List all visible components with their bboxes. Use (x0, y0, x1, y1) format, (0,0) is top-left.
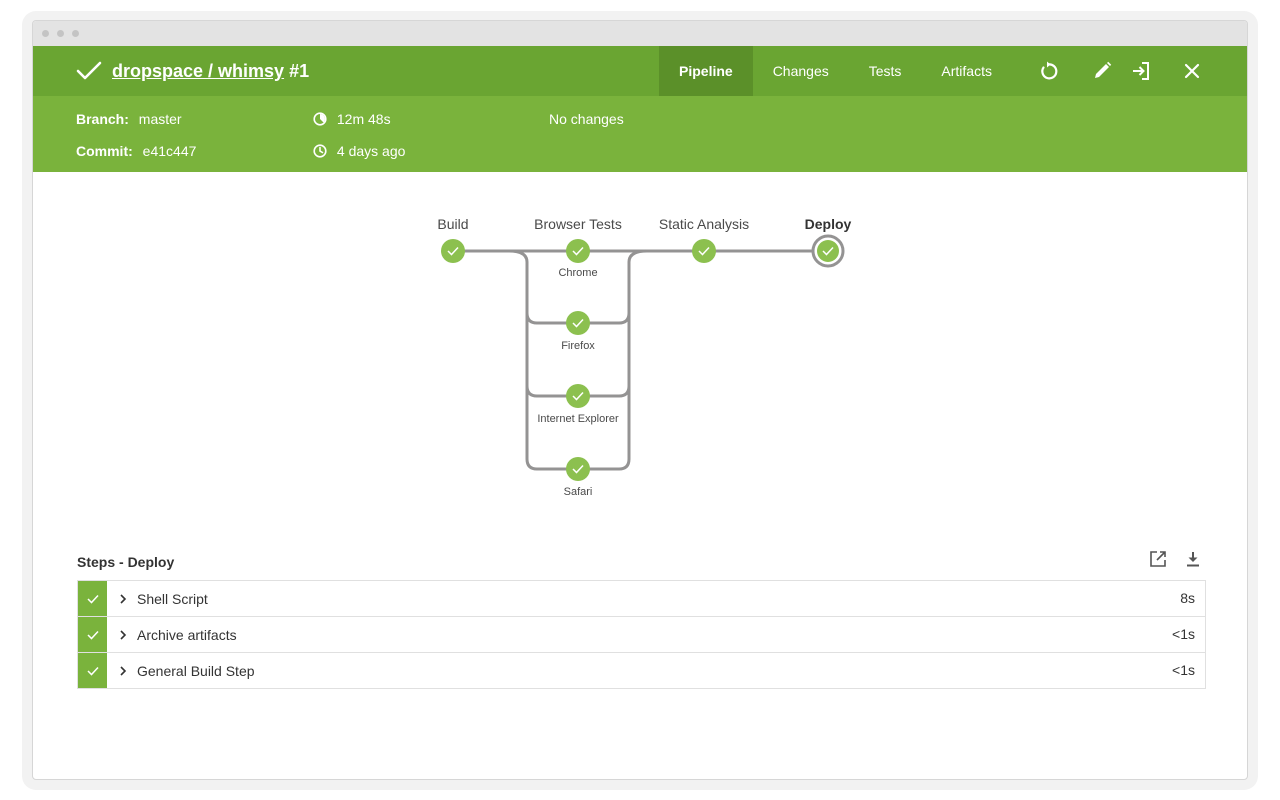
branch-node-firefox[interactable] (566, 311, 590, 335)
open-classic-icon[interactable] (1129, 59, 1153, 83)
branch-label-chrome[interactable]: Chrome (558, 267, 598, 279)
branch-info: Branch: master (76, 111, 182, 127)
step-success-icon (78, 581, 107, 616)
branch-node-safari[interactable] (566, 457, 590, 481)
step-name: General Build Step (137, 662, 255, 679)
pipeline-graph: Build Browser Tests Static Analysis Depl… (33, 172, 1247, 512)
stage-label-build[interactable]: Build (437, 216, 469, 232)
chevron-right-icon[interactable] (117, 593, 129, 605)
run-header: dropspace / whimsy #1 Pipeline Changes T… (33, 46, 1247, 96)
commit-value[interactable]: e41c447 (142, 143, 197, 159)
stage-node-build[interactable] (441, 239, 465, 263)
edit-icon[interactable] (1090, 59, 1114, 83)
step-duration: <1s (1172, 626, 1195, 642)
tab-changes[interactable]: Changes (772, 63, 829, 79)
app-window: dropspace / whimsy #1 Pipeline Changes T… (32, 20, 1248, 780)
changes-info: No changes (549, 111, 624, 127)
run-tabs: Pipeline Changes Tests Artifacts (659, 46, 1012, 96)
step-duration: 8s (1180, 590, 1195, 606)
stage-label-browser-tests[interactable]: Browser Tests (534, 216, 622, 232)
stage-node-deploy-selected[interactable] (811, 234, 845, 268)
chevron-right-icon[interactable] (117, 665, 129, 677)
page-title: dropspace / whimsy #1 (112, 59, 309, 83)
stage-label-static-analysis[interactable]: Static Analysis (658, 216, 750, 232)
branch-label-safari[interactable]: Safari (563, 486, 593, 498)
pipeline-graph-canvas (441, 234, 845, 481)
run-meta-bar: Branch: master Commit: e41c447 12m 48s 4… (33, 96, 1247, 172)
tab-tests[interactable]: Tests (868, 63, 902, 79)
run-number: #1 (289, 61, 310, 81)
window-zoom-dot[interactable] (72, 30, 79, 37)
branch-label: Branch: (76, 111, 129, 127)
started-info: 4 days ago (313, 143, 405, 159)
close-icon[interactable] (1180, 59, 1204, 83)
chevron-right-icon[interactable] (117, 629, 129, 641)
open-log-icon[interactable] (1148, 549, 1168, 569)
step-name: Shell Script (137, 590, 208, 607)
stage-node-static-analysis[interactable] (692, 239, 716, 263)
clock-icon (313, 144, 327, 158)
window-minimize-dot[interactable] (57, 30, 64, 37)
duration-icon (313, 112, 327, 126)
started-value: 4 days ago (336, 143, 406, 159)
step-name: Archive artifacts (137, 626, 237, 643)
tab-pipeline[interactable]: Pipeline (659, 46, 753, 96)
steps-title: Steps - Deploy (77, 554, 175, 570)
branch-node-internet-explorer[interactable] (566, 384, 590, 408)
step-success-icon (78, 617, 107, 652)
step-row-general-build-step[interactable]: General Build Step <1s (78, 653, 1205, 689)
repo-link[interactable]: dropspace / whimsy (112, 61, 285, 81)
step-duration: <1s (1172, 662, 1195, 678)
branch-value: master (138, 111, 182, 127)
rerun-icon[interactable] (1036, 59, 1060, 83)
step-success-icon (78, 653, 107, 688)
steps-list: Shell Script 8s Archive artifacts <1s Ge… (77, 580, 1206, 689)
commit-info: Commit: e41c447 (76, 143, 196, 159)
download-log-icon[interactable] (1183, 549, 1203, 569)
duration-info: 12m 48s (313, 111, 391, 127)
window-close-dot[interactable] (42, 30, 49, 37)
branch-label-firefox[interactable]: Firefox (561, 340, 595, 352)
step-row-shell-script[interactable]: Shell Script 8s (78, 581, 1205, 617)
stage-label-deploy[interactable]: Deploy (804, 216, 852, 232)
step-row-archive-artifacts[interactable]: Archive artifacts <1s (78, 617, 1205, 653)
branch-label-internet-explorer[interactable]: Internet Explorer (537, 413, 619, 425)
window-titlebar (33, 21, 1247, 46)
success-check-icon (76, 61, 102, 80)
commit-label: Commit: (76, 143, 133, 159)
tab-artifacts[interactable]: Artifacts (941, 63, 992, 79)
duration-value: 12m 48s (336, 111, 391, 127)
branch-node-chrome[interactable] (566, 239, 590, 263)
